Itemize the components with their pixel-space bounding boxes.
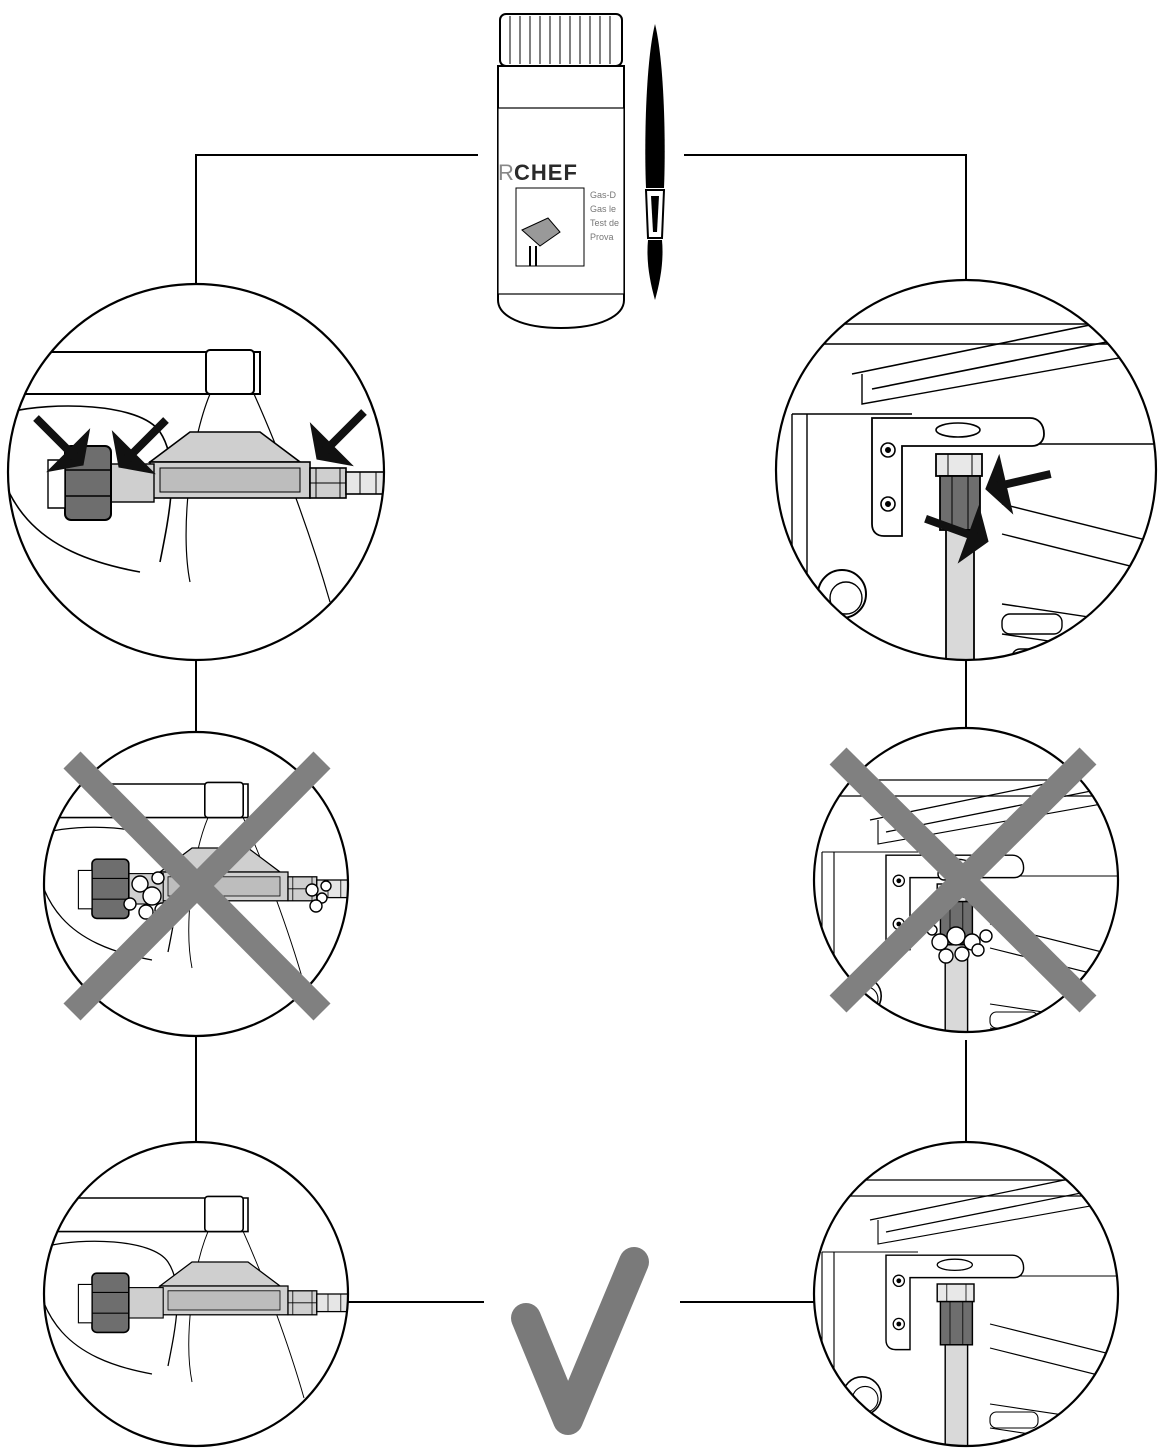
connector-top-right [684, 155, 966, 280]
bottle-label-line-2: Gas le [590, 204, 616, 214]
regulator-connection-detail [0, 284, 460, 672]
check-icon [526, 1262, 634, 1420]
hose-connection-detail [732, 274, 1160, 710]
hose-leak-wrong [774, 728, 1158, 1089]
bottle-label-line-3: Test de [590, 218, 619, 228]
bottle-label-line-1: Gas-D [590, 190, 617, 200]
bottle-brand-prefix: R [498, 160, 514, 185]
bottle-label-line-4: Prova [590, 232, 614, 242]
regulator-leak-wrong [0, 732, 408, 1040]
leak-spray-bottle: R CHEF Gas-D Gas le Test de Prova [498, 14, 624, 328]
regulator-ok [0, 1142, 408, 1452]
connector-top-left [196, 155, 478, 284]
hose-ok [774, 1140, 1158, 1452]
brush-icon [645, 24, 664, 300]
bottle-brand: CHEF [514, 160, 578, 185]
